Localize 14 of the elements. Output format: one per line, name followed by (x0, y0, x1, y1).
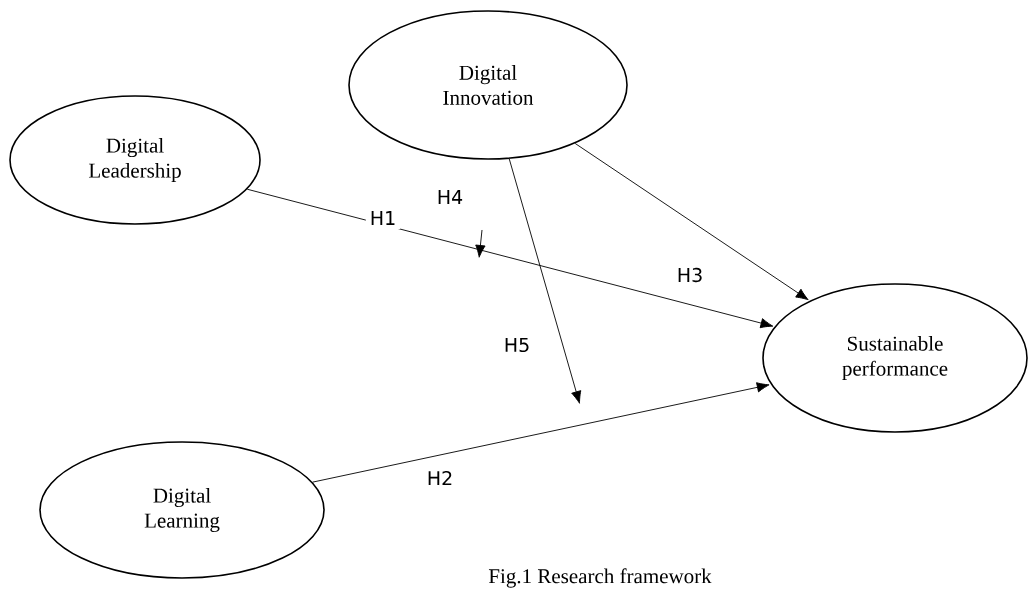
arrow (312, 382, 770, 483)
ellipse-node: Digital Innovation (348, 10, 628, 160)
arrow (574, 143, 809, 301)
ellipse-node: Digital Leadership (9, 95, 261, 225)
edge-label: H1 (365, 207, 401, 229)
edge-label: H2 (422, 466, 458, 490)
ellipse-node: Digital Learning (39, 441, 325, 579)
caption: Fig.1 Research framework (488, 568, 712, 588)
path-label: H4 (438, 190, 463, 204)
arrow (246, 188, 774, 329)
edge-label: H3 (672, 263, 708, 287)
ellipse-node: Sustainable performance (762, 283, 1028, 433)
arrow (508, 158, 582, 404)
edge-label: H5 (499, 333, 535, 357)
